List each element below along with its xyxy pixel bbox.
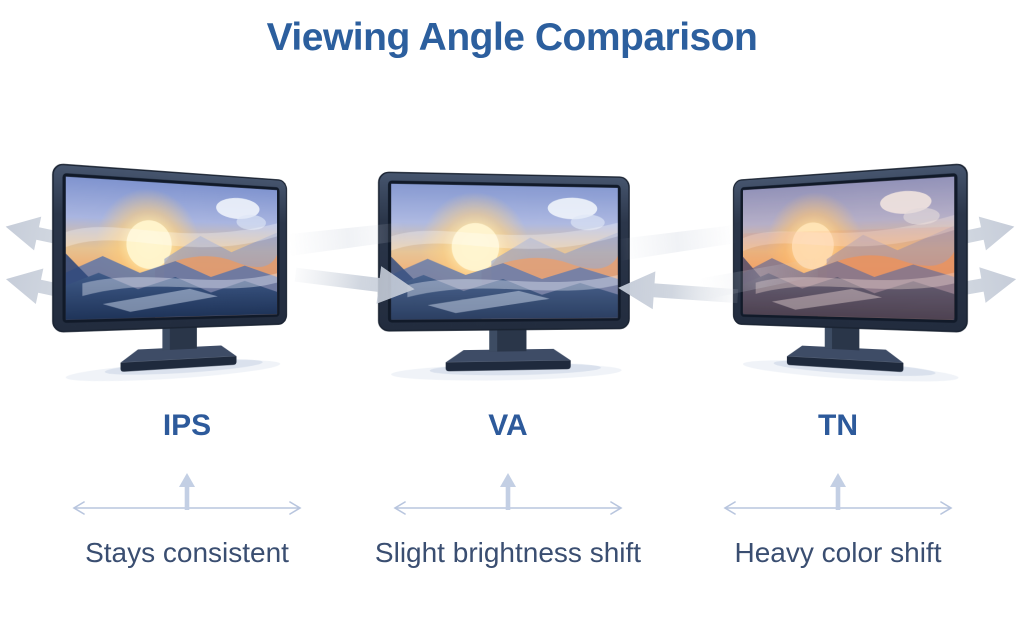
panel-description-va: Slight brightness shift [368, 537, 648, 569]
panel-column-va: VA Slight brightness shift [368, 408, 648, 569]
light-band-icon [614, 225, 741, 262]
panel-label-ips: IPS [47, 408, 327, 444]
panel-description-tn: Heavy color shift [698, 537, 978, 569]
page-title: Viewing Angle Comparison [0, 16, 1024, 60]
panel-column-tn: TN Heavy color shift [698, 408, 978, 569]
viewing-angle-axis-icon [69, 470, 305, 516]
panel-column-ips: IPS Stays consistent [47, 408, 327, 569]
panel-description-ips: Stays consistent [47, 537, 327, 569]
viewing-angle-axis-icon [390, 470, 626, 516]
viewing-angle-axis-icon [720, 470, 956, 516]
panel-label-tn: TN [698, 408, 978, 444]
monitor-illustration-ips [51, 161, 288, 395]
panel-label-va: VA [368, 408, 648, 444]
